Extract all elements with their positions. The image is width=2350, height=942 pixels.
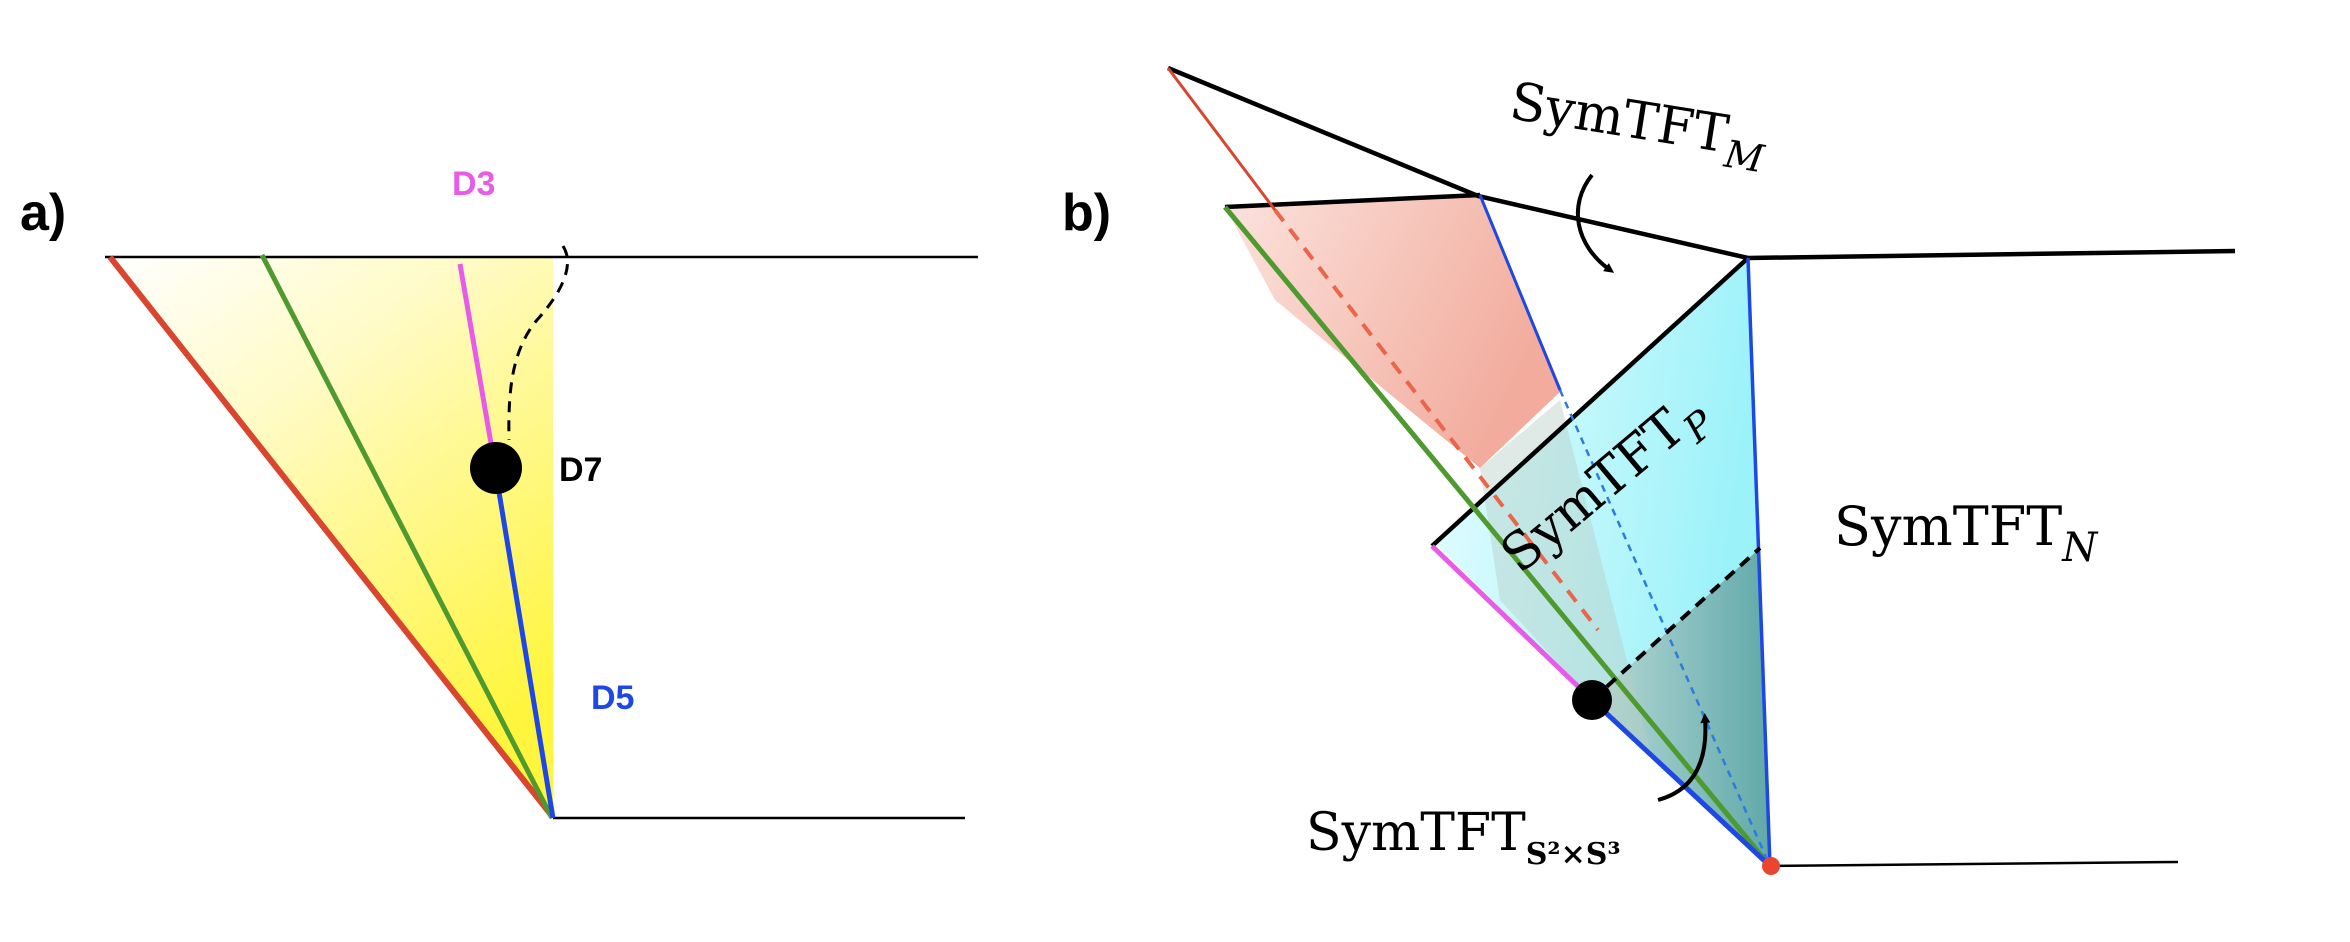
red-boundary-line-a (107, 255, 555, 818)
dashed-curve-a (507, 245, 569, 441)
blue-right-edge-b (1746, 257, 1772, 867)
d3-brane-line (457, 263, 496, 456)
red-dot-b (1762, 857, 1780, 875)
panel-b-label: b) (1062, 184, 1111, 242)
d5-segment-b (1588, 696, 1772, 868)
red-line-dashed-b (1273, 208, 1600, 632)
dashed-line-b (1590, 546, 1762, 702)
d3-label: D3 (452, 165, 495, 203)
bottom-boundary-line-b (1769, 860, 2179, 868)
upper-edge-b (1224, 192, 1481, 210)
red-line-solid-b (1166, 67, 1277, 211)
d5-label: D5 (591, 679, 634, 717)
panel-b: b) (1062, 65, 2236, 875)
d5-brane-line (494, 479, 556, 819)
teal-region (1592, 548, 1770, 866)
green-line-b (1223, 205, 1772, 868)
blue-edge-solid-b (1478, 194, 1562, 391)
diagonal-edge-b (1430, 256, 1750, 548)
d7-label: D7 (559, 451, 602, 489)
d3-segment-b (1430, 544, 1592, 700)
panel-a: a) D3 D7 D5 (20, 165, 978, 820)
panel-a-label: a) (20, 184, 66, 242)
top-boundary-polyline-b (1167, 65, 2236, 261)
red-region (1225, 195, 1562, 468)
d7-brane-dot (470, 442, 522, 494)
arrow-to-m-region (1575, 173, 1615, 273)
symtft-s2s3-label: SymTFTS²×S³ (1306, 803, 1621, 872)
blue-edge-dotted-b (1558, 389, 1772, 867)
cyan-region (1435, 258, 1760, 700)
symtft-n-label: SymTFTN (1834, 495, 2099, 571)
green-line-a (259, 253, 555, 820)
arrow-to-teal-region (1657, 713, 1711, 802)
black-dot-b (1572, 680, 1612, 720)
symtft-m-label: SymTFTM (1504, 72, 1772, 182)
grey-shade-region (1480, 400, 1650, 750)
